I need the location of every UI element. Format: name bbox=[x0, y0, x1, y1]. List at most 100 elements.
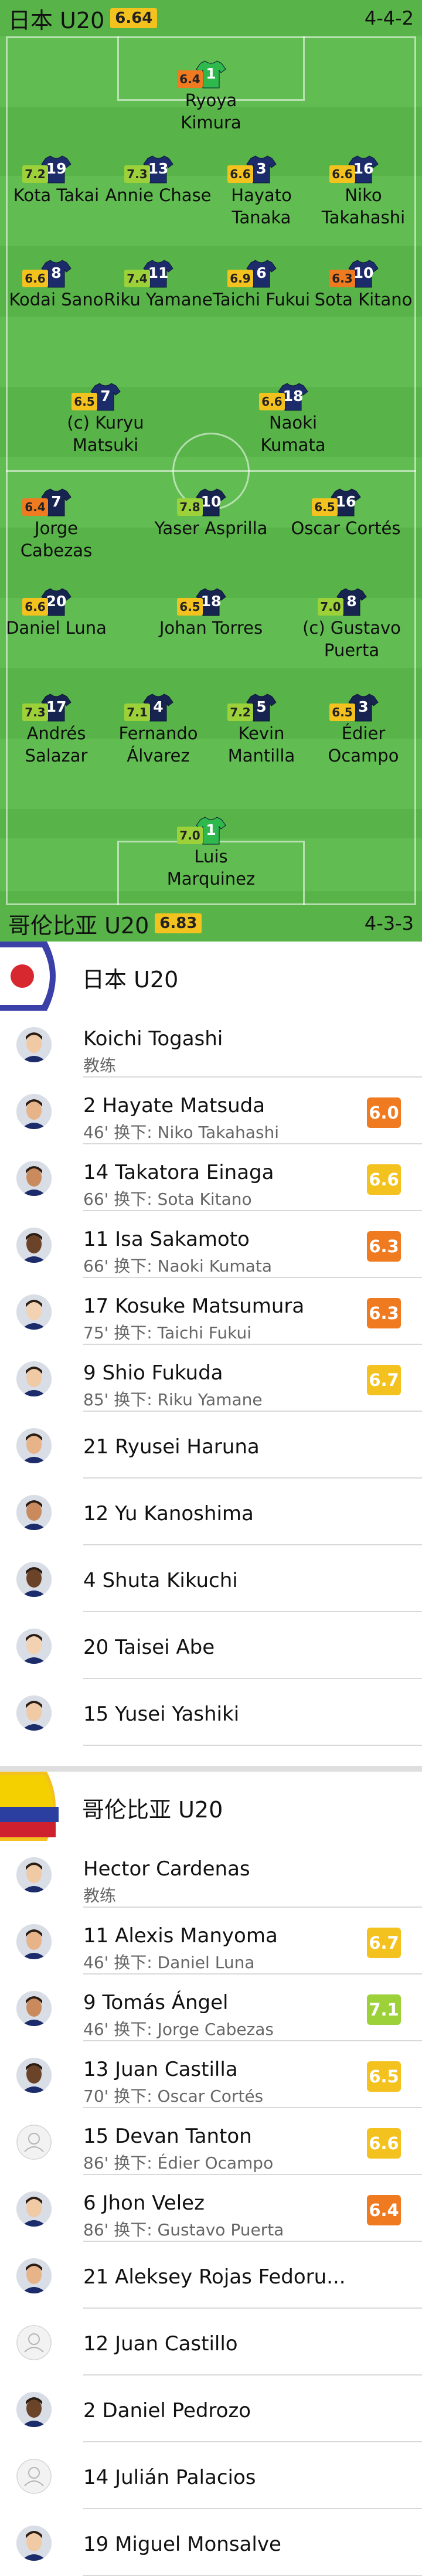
avatar bbox=[16, 2258, 52, 2293]
bench-player-row[interactable]: 14 Julián Palacios bbox=[0, 2442, 422, 2509]
pitch-player[interactable]: 13 7.3 Annie Chase bbox=[100, 154, 217, 206]
substitute-name: 17 Kosuke Matsumura bbox=[83, 1294, 305, 1318]
bench-player-row[interactable]: 19 Miguel Monsalve bbox=[0, 2509, 422, 2576]
avatar bbox=[16, 1361, 52, 1396]
player-rating-badge: 7.2 bbox=[227, 704, 253, 721]
bench-player-row[interactable]: 21 Aleksey Rojas Fedoru... bbox=[0, 2242, 422, 2309]
jersey-icon: 8 7.0 bbox=[318, 586, 367, 617]
pitch-player[interactable]: 19 7.2 Kota Takai bbox=[0, 154, 115, 206]
pitch-player[interactable]: 18 6.5 Johan Torres bbox=[152, 586, 270, 639]
substitute-row[interactable]: 13 Juan Castilla 70' 换下: Oscar Cortés 6.… bbox=[0, 2041, 422, 2108]
player-rating-badge: 6.5 bbox=[177, 598, 203, 616]
substitute-row[interactable]: 11 Alexis Manyoma 46' 换下: Daniel Luna 6.… bbox=[0, 1908, 422, 1975]
substitution-info: 66' 换下: Naoki Kumata bbox=[83, 1256, 272, 1276]
player-name: Kevin Mantilla bbox=[227, 723, 295, 766]
away-team-rating: 6.83 bbox=[155, 913, 202, 933]
bench-player-row[interactable]: 20 Taisei Abe bbox=[0, 1612, 422, 1679]
divider bbox=[83, 2307, 422, 2309]
avatar bbox=[16, 2459, 52, 2494]
bench-player-row[interactable]: 2 Daniel Pedrozo bbox=[0, 2376, 422, 2442]
avatar bbox=[16, 1094, 52, 1129]
home-team-rating: 6.64 bbox=[110, 8, 158, 28]
avatar bbox=[16, 1629, 52, 1664]
jersey-number: 7 bbox=[51, 493, 62, 510]
player-rating-badge: 7.3 bbox=[124, 165, 150, 183]
pitch-player[interactable]: 7 6.4 Jorge Cabezas bbox=[0, 487, 115, 562]
avatar bbox=[16, 1562, 52, 1597]
substitute-row[interactable]: 17 Kosuke Matsumura 75' 换下: Taichi Fukui… bbox=[0, 1278, 422, 1345]
player-name: Daniel Luna bbox=[6, 618, 107, 638]
divider bbox=[83, 1143, 422, 1144]
pitch-player[interactable]: 1 7.0 Luis Marquinez bbox=[152, 815, 270, 890]
jersey-number: 3 bbox=[358, 698, 369, 715]
pitch-player[interactable]: 3 6.5 Édier Ocampo bbox=[305, 692, 422, 767]
substitute-row[interactable]: 9 Tomás Ángel 46' 换下: Jorge Cabezas 7.1 bbox=[0, 1975, 422, 2041]
pitch-player[interactable]: 7 6.5 (c) Kuryu Matsuki bbox=[47, 381, 164, 456]
avatar bbox=[16, 1027, 52, 1062]
avatar bbox=[16, 2526, 52, 2561]
substitute-row[interactable]: 9 Shio Fukuda 85' 换下: Riku Yamane 6.7 bbox=[0, 1345, 422, 1412]
bench-player-row[interactable]: 12 Juan Castillo bbox=[0, 2309, 422, 2376]
divider bbox=[83, 1678, 422, 1679]
player-rating-badge: 7.8 bbox=[177, 498, 203, 516]
substitution-info: 86' 换下: Édier Ocampo bbox=[83, 2153, 274, 2173]
substitute-row[interactable]: 11 Isa Sakamoto 66' 换下: Naoki Kumata 6.3 bbox=[0, 1211, 422, 1278]
pitch-player[interactable]: 8 7.0 (c) Gustavo Puerta bbox=[293, 586, 410, 661]
substitution-info: 66' 换下: Sota Kitano bbox=[83, 1190, 252, 1209]
coach-row[interactable]: Hector Cardenas 教练 bbox=[0, 1841, 422, 1908]
substitute-row[interactable]: 15 Devan Tanton 86' 换下: Édier Ocampo 6.6 bbox=[0, 2108, 422, 2175]
jersey-number: 10 bbox=[200, 493, 222, 510]
substitute-rating-badge: 6.6 bbox=[367, 2128, 401, 2159]
bench-player-name: 4 Shuta Kikuchi bbox=[83, 1569, 238, 1592]
bench-player-row[interactable]: 15 Yusei Yashiki bbox=[0, 1679, 422, 1746]
jersey-number: 17 bbox=[46, 698, 67, 715]
divider bbox=[83, 1344, 422, 1345]
player-rating-badge: 7.3 bbox=[22, 704, 48, 721]
player-name: Jorge Cabezas bbox=[20, 518, 93, 560]
player-rating-badge: 7.0 bbox=[318, 598, 343, 616]
substitute-name: 6 Jhon Velez bbox=[83, 2191, 205, 2215]
substitute-rating-badge: 7.1 bbox=[367, 1994, 401, 2025]
bench-player-row[interactable]: 12 Yu Kanoshima bbox=[0, 1479, 422, 1545]
divider bbox=[83, 2374, 422, 2376]
pitch-player[interactable]: 1 6.4 Ryoya Kimura bbox=[152, 59, 270, 134]
divider bbox=[83, 2508, 422, 2509]
avatar bbox=[16, 1857, 52, 1892]
player-name: Yaser Asprilla bbox=[154, 518, 268, 538]
jersey-icon: 10 7.8 bbox=[177, 487, 226, 517]
bench-player-row[interactable]: 4 Shuta Kikuchi bbox=[0, 1545, 422, 1612]
pitch-player[interactable]: 5 7.2 Kevin Mantilla bbox=[203, 692, 320, 767]
player-rating-badge: 7.1 bbox=[124, 704, 150, 721]
away-section-header: 哥伦比亚 U20 bbox=[0, 1772, 422, 1841]
avatar bbox=[16, 1228, 52, 1263]
jersey-icon: 3 6.5 bbox=[329, 692, 379, 722]
substitute-row[interactable]: 2 Hayate Matsuda 46' 换下: Niko Takahashi … bbox=[0, 1078, 422, 1144]
substitute-row[interactable]: 6 Jhon Velez 86' 换下: Gustavo Puerta 6.4 bbox=[0, 2175, 422, 2242]
jersey-icon: 18 6.6 bbox=[259, 381, 308, 412]
pitch-player[interactable]: 3 6.6 Hayato Tanaka bbox=[203, 154, 320, 229]
bench-player-row[interactable]: 21 Ryusei Haruna bbox=[0, 1412, 422, 1479]
player-name: Taichi Fukui bbox=[212, 290, 311, 310]
pitch-player[interactable]: 8 6.6 Kodai Sano bbox=[0, 258, 115, 311]
jersey-icon: 1 6.4 bbox=[177, 59, 226, 89]
player-name: Sota Kitano bbox=[314, 290, 413, 310]
pitch-player[interactable]: 10 7.8 Yaser Asprilla bbox=[152, 487, 270, 539]
coach-row[interactable]: Koichi Togashi 教练 bbox=[0, 1011, 422, 1078]
pitch-player[interactable]: 16 6.6 Niko Takahashi bbox=[305, 154, 422, 229]
avatar bbox=[16, 1924, 52, 1959]
pitch-player[interactable]: 4 7.1 Fernando Álvarez bbox=[100, 692, 217, 767]
bench-player-name: 20 Taisei Abe bbox=[83, 1636, 215, 1659]
pitch-player[interactable]: 6 6.9 Taichi Fukui bbox=[203, 258, 320, 311]
pitch-player[interactable]: 11 7.4 Riku Yamane bbox=[100, 258, 217, 311]
pitch-player[interactable]: 17 7.3 Andrés Salazar bbox=[0, 692, 115, 767]
jersey-icon: 4 7.1 bbox=[124, 692, 173, 722]
pitch-player[interactable]: 20 6.6 Daniel Luna bbox=[0, 586, 115, 639]
pitch-player[interactable]: 16 6.5 Oscar Cortés bbox=[287, 487, 404, 539]
substitute-row[interactable]: 14 Takatora Einaga 66' 换下: Sota Kitano 6… bbox=[0, 1144, 422, 1211]
divider bbox=[83, 1973, 422, 1975]
pitch-player[interactable]: 18 6.6 Naoki Kumata bbox=[234, 381, 352, 456]
player-rating-badge: 7.0 bbox=[177, 827, 203, 844]
pitch-player[interactable]: 10 6.3 Sota Kitano bbox=[305, 258, 422, 311]
substitute-rating-badge: 6.7 bbox=[367, 1928, 401, 1958]
player-name: Riku Yamane bbox=[104, 290, 213, 310]
